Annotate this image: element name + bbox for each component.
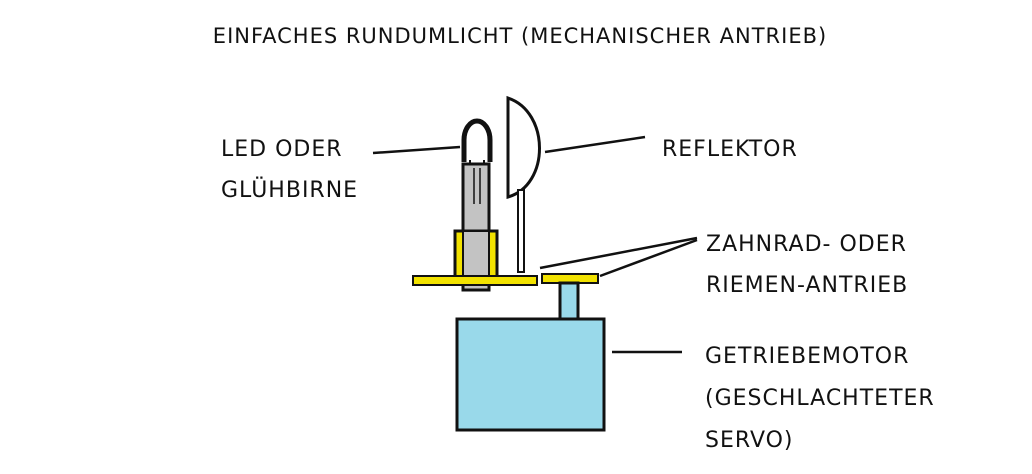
leader-line-drive <box>599 238 698 278</box>
socket-core <box>462 230 490 278</box>
label-led-line1: LED ODER <box>221 137 343 162</box>
motor-body <box>455 317 606 432</box>
label-motor-line3: SERVO) <box>705 428 794 453</box>
large-gear <box>412 275 538 286</box>
led-bulb <box>461 118 493 162</box>
diagram-title: EINFACHES RUNDUMLICHT (MECHANISCHER ANTR… <box>213 24 827 48</box>
motor-shaft <box>558 281 580 321</box>
label-drive-line2: RIEMEN-ANTRIEB <box>706 273 908 298</box>
leader-line-drive <box>539 236 698 270</box>
label-motor-line1: GETRIEBEMOTOR <box>705 344 909 369</box>
label-reflector: REFLEKTOR <box>662 137 798 162</box>
leader-line-reflector <box>544 135 646 154</box>
label-drive-line1: ZAHNRAD- ODER <box>706 232 907 257</box>
leader-line-led <box>372 145 461 155</box>
label-motor-line2: (GESCHLACHTETER <box>705 386 935 411</box>
label-led-line2: GLÜHBIRNE <box>221 177 358 203</box>
reflector-rod <box>517 189 525 273</box>
reflector-dish <box>506 95 541 199</box>
